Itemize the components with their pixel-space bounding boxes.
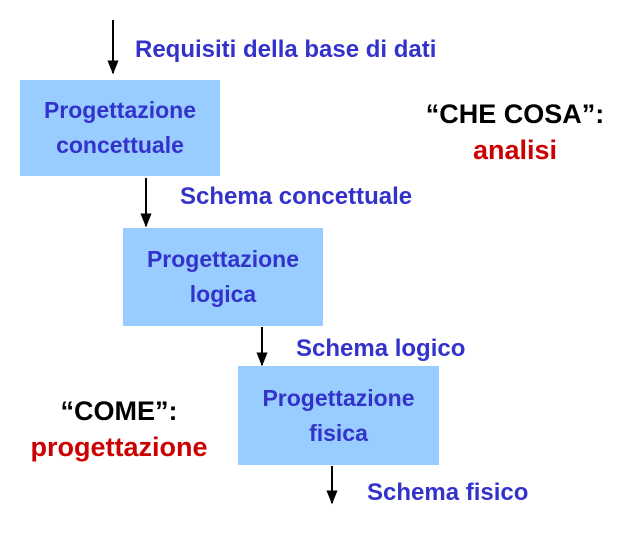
what-note-word: analisi [472, 135, 558, 165]
physical-design-line2: fisica [309, 419, 368, 446]
logical-schema-label: Schema logico [296, 335, 466, 362]
logical-design-line2: logica [189, 281, 257, 307]
how-note: “COME”: progettazione [10, 393, 228, 465]
how-note-word: progettazione [30, 432, 208, 462]
physical-design-line1: Progettazione [262, 384, 415, 411]
conceptual-schema-label: Schema concettuale [180, 183, 413, 210]
how-note-quote: “COME”: [60, 396, 178, 426]
logical-design-line1: Progettazione [146, 246, 300, 272]
requirements-label: Requisiti della base di dati [135, 36, 437, 63]
what-note-quote: “CHE COSA”: [425, 99, 605, 129]
logical-design-box: Progettazione logica [123, 228, 323, 326]
physical-design-box: Progettazione fisica [238, 366, 439, 465]
physical-schema-label: Schema fisico [367, 479, 529, 506]
what-note: “CHE COSA”: analisi [412, 96, 618, 168]
conceptual-design-line2: concettuale [56, 132, 184, 158]
conceptual-design-box: Progettazione concettuale [20, 80, 220, 176]
conceptual-design-line1: Progettazione [43, 97, 197, 123]
